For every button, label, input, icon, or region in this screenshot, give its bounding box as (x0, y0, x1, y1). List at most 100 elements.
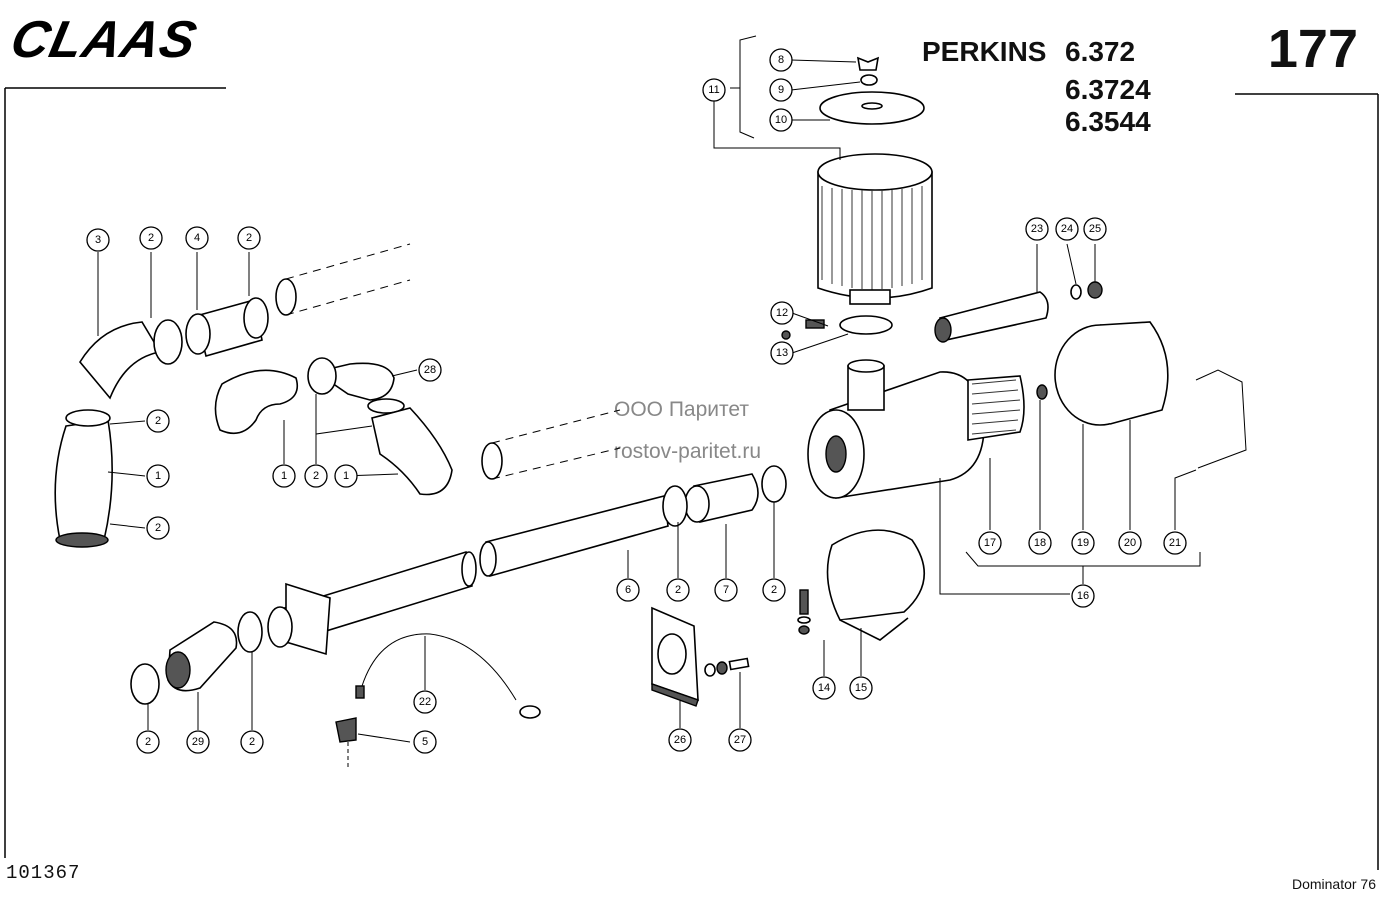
bolt-14 (797, 589, 811, 635)
seal-18 (1036, 384, 1048, 400)
bracket-band-15 (826, 529, 925, 641)
callout-label: 2 (145, 736, 151, 748)
callout-circle (714, 578, 738, 602)
watermark-company: ООО Паритет (614, 398, 750, 421)
dashed-hose-top (275, 243, 411, 316)
callout-1b: 1 (272, 464, 296, 488)
callout-circle (334, 464, 358, 488)
callout-label: 24 (1061, 223, 1073, 235)
callout-circle (418, 358, 442, 382)
screw-27 (704, 657, 750, 677)
callout-label: 17 (984, 537, 996, 549)
callout-2i: 2 (240, 730, 264, 754)
callout-3: 3 (86, 228, 110, 252)
callout-label: 1 (281, 470, 287, 482)
callout-21: 21 (1163, 531, 1187, 555)
callout-circle (1071, 584, 1095, 608)
callout-circle (728, 728, 752, 752)
callout-circle (702, 78, 726, 102)
engine-model-1: 6.372 (1065, 36, 1136, 67)
gasket-plate-26 (651, 606, 699, 707)
callout-8: 8 (769, 48, 793, 72)
washer (860, 74, 878, 86)
callout-29: 29 (186, 730, 210, 754)
frame-lines (4, 87, 1379, 870)
callout-label: 3 (95, 234, 101, 246)
engine-label: PERKINS (922, 36, 1047, 67)
callout-label: 10 (775, 114, 787, 126)
callout-label: 2 (675, 584, 681, 596)
callout-circle (146, 464, 170, 488)
callout-circle (770, 301, 794, 325)
callout-circle (139, 226, 163, 250)
callout-circle (1028, 531, 1052, 555)
callout-circle (272, 464, 296, 488)
machine-name: Dominator 76 (1291, 876, 1376, 892)
callout-2c: 2 (146, 409, 170, 433)
callout-label: 2 (771, 584, 777, 596)
callout-28: 28 (418, 358, 442, 382)
elbow-1-center (214, 369, 299, 435)
callout-22: 22 (413, 690, 437, 714)
hose-1-left (54, 409, 113, 548)
filter-cartridge-23 (934, 291, 1049, 343)
dashed-hose-middle (481, 409, 621, 480)
callout-label: 9 (778, 84, 784, 96)
sensor-5 (335, 717, 357, 770)
clip-21 (1195, 369, 1247, 469)
callout-18: 18 (1028, 531, 1052, 555)
callout-2g: 2 (762, 578, 786, 602)
callout-label: 2 (148, 232, 154, 244)
callout-label: 1 (343, 470, 349, 482)
callout-15: 15 (849, 676, 873, 700)
callout-2d: 2 (146, 516, 170, 540)
callout-label: 29 (192, 736, 204, 748)
callout-circle (769, 48, 793, 72)
callout-5: 5 (413, 730, 437, 754)
callout-circle (769, 78, 793, 102)
callout-13: 13 (770, 341, 794, 365)
engine-model-2: 6.3724 (1065, 74, 1151, 105)
callout-circle (86, 228, 110, 252)
callout-label: 8 (778, 54, 784, 66)
callout-label: 26 (674, 734, 686, 746)
callout-2a: 2 (139, 226, 163, 250)
dust-cup-19 (1054, 321, 1169, 426)
callout-circle (413, 690, 437, 714)
callout-label: 25 (1089, 223, 1101, 235)
callout-circle (770, 341, 794, 365)
callout-14: 14 (812, 676, 836, 700)
callout-label: 1 (155, 470, 161, 482)
callout-9: 9 (769, 78, 793, 102)
callout-26: 26 (668, 728, 692, 752)
callout-circle (762, 578, 786, 602)
callout-circle (666, 578, 690, 602)
callout-27: 27 (728, 728, 752, 752)
callout-label: 18 (1034, 537, 1046, 549)
callout-11: 11 (702, 78, 726, 102)
callout-2f: 2 (666, 578, 690, 602)
callout-label: 2 (155, 415, 161, 427)
callout-label: 2 (155, 522, 161, 534)
callout-label: 22 (419, 696, 431, 708)
callout-circle (1071, 531, 1095, 555)
ground-cable-22 (355, 633, 541, 719)
air-filter-housing (807, 359, 1025, 499)
callout-circle (616, 578, 640, 602)
callout-16: 16 (1071, 584, 1095, 608)
callout-label: 12 (776, 307, 788, 319)
hose-1-right (371, 407, 453, 496)
engine-model-3: 6.3544 (1065, 106, 1151, 137)
elbow-28 (307, 357, 405, 414)
callout-circle (304, 464, 328, 488)
hose-clamp-13 (781, 315, 893, 340)
watermark-site: rostov-paritet.ru (614, 440, 762, 463)
callout-6: 6 (616, 578, 640, 602)
callout-label: 2 (313, 470, 319, 482)
callout-circle (185, 226, 209, 250)
intake-pipe-6 (479, 494, 669, 578)
washer-24 (1070, 284, 1082, 300)
callout-25: 25 (1083, 217, 1107, 241)
page-number: 177 (1267, 19, 1358, 79)
